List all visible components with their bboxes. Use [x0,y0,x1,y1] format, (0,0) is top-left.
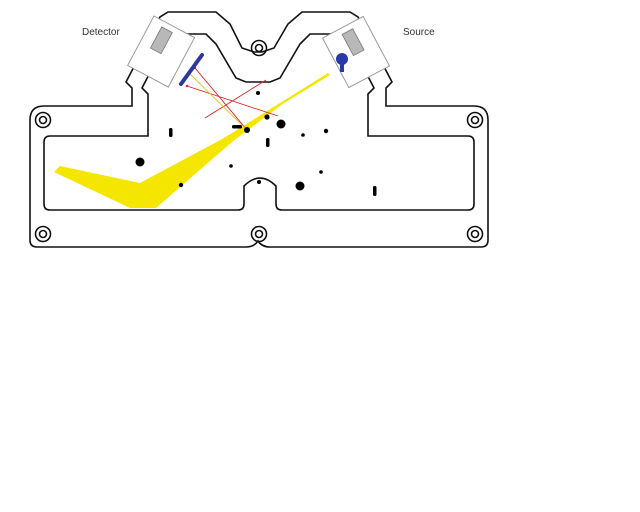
screw-hole-icon [250,225,268,243]
instrument-body [29,11,489,248]
screw-hole-icon [34,111,52,129]
detector-housing [126,15,196,88]
detector-label: Detector [82,27,120,38]
screw-hole-icon [466,111,484,129]
screw-hole-icon [250,39,268,57]
detector-sensor [149,26,173,55]
screw-holes [34,39,484,243]
source-housing [321,15,391,89]
source-lamp-body [341,28,365,57]
scattered-rays [185,66,279,131]
particles [135,91,377,196]
screw-hole-icon [34,225,52,243]
body-inner-outline [43,33,475,211]
source-label: Source [403,27,435,38]
light-beam [54,73,330,208]
source-bulb-icon [336,53,348,72]
detector-plate [179,53,204,86]
body-outer-outline [29,11,489,248]
screw-hole-icon [466,225,484,243]
